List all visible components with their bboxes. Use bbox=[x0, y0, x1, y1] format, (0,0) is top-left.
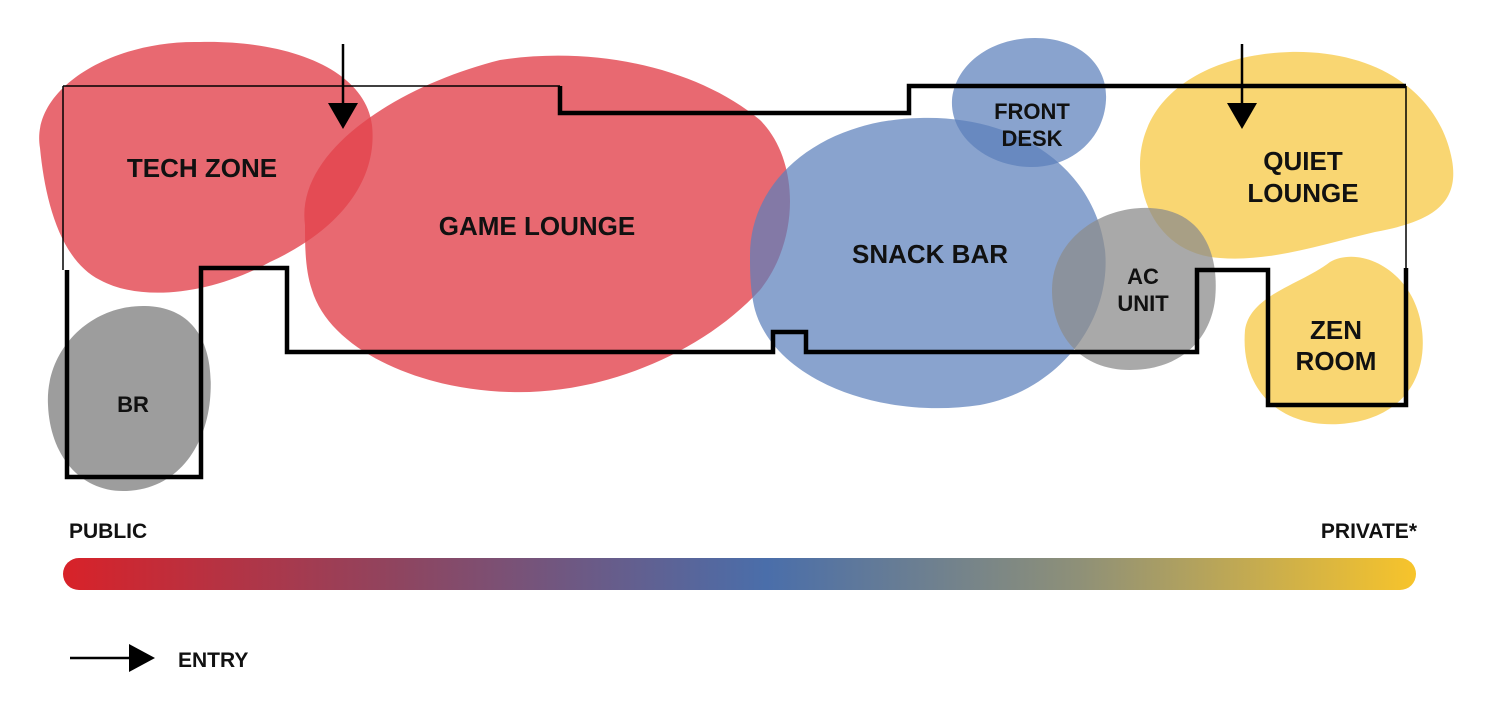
game-lounge-blob bbox=[304, 55, 790, 393]
zen-room-label-line2: ROOM bbox=[1296, 346, 1377, 376]
private-label: PRIVATE* bbox=[1321, 520, 1418, 543]
ac-unit-blob bbox=[1052, 207, 1216, 370]
privacy-scale: PUBLIC PRIVATE* bbox=[63, 520, 1418, 590]
floor-plan-outline bbox=[62, 83, 1409, 480]
game-lounge-label: GAME LOUNGE bbox=[439, 211, 635, 241]
quiet-lounge-label-line1: QUIET bbox=[1263, 146, 1343, 176]
br-blob bbox=[47, 305, 211, 492]
privacy-gradient-bar bbox=[63, 558, 1416, 590]
zen-room-label-line1: ZEN bbox=[1310, 315, 1362, 345]
entry-legend-arrow-head bbox=[129, 644, 155, 672]
entry-arrow-left-head bbox=[328, 103, 358, 129]
public-label: PUBLIC bbox=[69, 520, 147, 543]
front-desk-label-line2: DESK bbox=[1001, 126, 1062, 151]
building-outline-thick bbox=[64, 83, 1409, 480]
snack-bar-blob bbox=[750, 117, 1106, 409]
entry-arrows bbox=[328, 44, 1257, 129]
quiet-lounge-label-line2: LOUNGE bbox=[1247, 178, 1358, 208]
br-label: BR bbox=[117, 392, 149, 417]
ac-unit-label-line1: AC bbox=[1127, 264, 1159, 289]
front-desk-label-line1: FRONT bbox=[994, 99, 1070, 124]
snack-bar-label: SNACK BAR bbox=[852, 239, 1008, 269]
zone-labels: TECH ZONE GAME LOUNGE SNACK BAR FRONT DE… bbox=[117, 99, 1376, 417]
quiet-lounge-blob bbox=[1140, 51, 1454, 259]
tech-zone-blob bbox=[39, 41, 373, 293]
entry-arrow-right-head bbox=[1227, 103, 1257, 129]
legend: ENTRY bbox=[70, 644, 248, 672]
building-outline-thin bbox=[62, 85, 1407, 270]
zen-room-blob bbox=[1244, 256, 1423, 425]
entry-legend-label: ENTRY bbox=[178, 649, 248, 672]
ac-unit-label-line2: UNIT bbox=[1117, 291, 1169, 316]
tech-zone-label: TECH ZONE bbox=[127, 153, 277, 183]
zone-blobs bbox=[39, 38, 1454, 492]
front-desk-blob bbox=[951, 38, 1107, 168]
